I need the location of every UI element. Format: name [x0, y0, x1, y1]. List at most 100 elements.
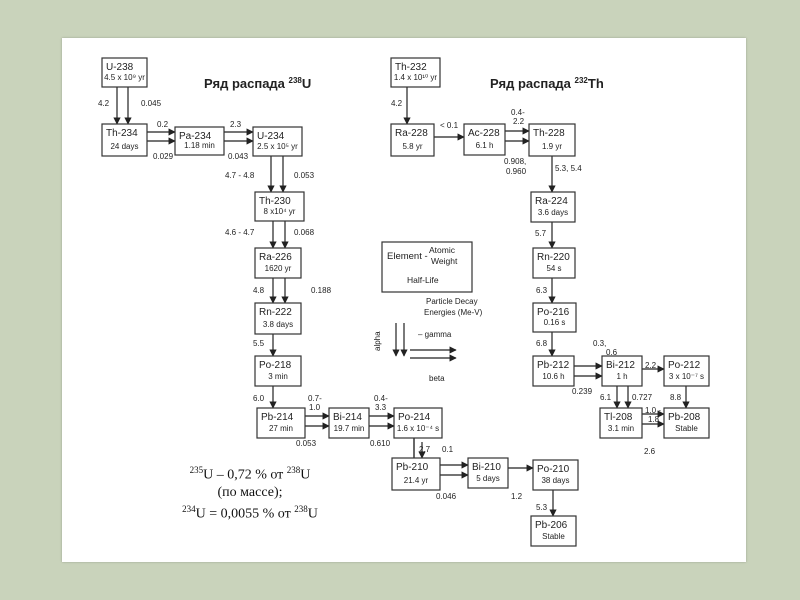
legend-element: Element -	[387, 251, 428, 262]
decay-energy-label: 1.8	[648, 415, 660, 424]
nuclide-name: Po-210	[537, 464, 570, 475]
nuclide-name: Rn-220	[537, 252, 570, 263]
legend-half-life: Half-Life	[407, 275, 439, 285]
nuclide-half-life: 0.16 s	[544, 318, 566, 327]
nuclide-box	[256, 407, 306, 439]
nuclide-half-life: Stable	[675, 424, 698, 433]
decay-energy-label: 4.7 - 4.8	[225, 171, 255, 180]
nuclide-name: Ra-228	[395, 128, 428, 139]
decay-energy-label: 5.7	[535, 229, 547, 238]
nuclide-name: Pb-206	[535, 520, 568, 531]
nuclide-name: Ra-226	[259, 252, 292, 263]
nuclide-box	[467, 457, 509, 489]
nuclide-box	[528, 123, 576, 157]
nuclide-box	[101, 123, 148, 157]
nuclide-half-life: 38 days	[541, 476, 569, 485]
nuclide-name: Tl-208	[604, 412, 633, 423]
decay-energy-label: 0.068	[294, 228, 315, 237]
legend: Element - Atomic Weight Half-Life Partic…	[373, 241, 483, 383]
nuclide-name: Pb-212	[537, 360, 570, 371]
legend-particle: Particle Decay	[426, 297, 478, 306]
nuclide-name: Bi-210	[472, 462, 501, 473]
nuclide-box	[530, 191, 576, 223]
decay-energy-label: 0.029	[153, 152, 174, 161]
decay-energy-label: 0.2	[157, 120, 169, 129]
decay-energy-label: 0.610	[370, 439, 391, 448]
nuclide-box	[254, 302, 302, 335]
nuclide-name: Ac-228	[468, 128, 500, 139]
nuclide-name: Th-228	[533, 128, 565, 139]
nuclide-box	[663, 407, 710, 439]
nuclide-name: Rn-222	[259, 307, 292, 318]
decay-energy-label: 0.4-	[374, 394, 388, 403]
legend-alpha: alpha	[373, 331, 382, 351]
legend-atomic: Atomic	[429, 245, 456, 255]
decay-energy-label: 1.0	[309, 403, 321, 412]
nuclide-box	[393, 407, 443, 439]
nuclide-half-life: 10.6 h	[542, 372, 564, 381]
nuclide-half-life: 8 x10⁴ yr	[264, 207, 296, 216]
legend-box	[381, 241, 473, 293]
nuclide-half-life: 19.7 min	[334, 424, 365, 433]
legend-weight: Weight	[431, 256, 458, 266]
decay-energy-label: < 0.1	[440, 121, 459, 130]
nuclide-box	[390, 57, 441, 88]
decay-energy-label: 4.6 - 4.7	[225, 228, 255, 237]
decay-energy-label: 0.046	[436, 492, 457, 501]
nuclide-box	[174, 126, 225, 156]
note-u235: 235U – 0,72 % от 238U	[189, 465, 311, 483]
nuclide-name: Pa-234	[179, 131, 212, 142]
nuclide-half-life: 5.8 yr	[402, 142, 422, 151]
nuclide-name: Pb-208	[668, 412, 701, 423]
decay-energy-label: 0.3,	[593, 339, 606, 348]
nuclide-rn222: Rn-222 3.8 days	[254, 302, 302, 335]
decay-energy-label: 1.0 -	[645, 406, 661, 415]
note-u234: 234U = 0,0055 % от 238U	[182, 503, 318, 522]
decay-energy-label: 6.1	[600, 393, 612, 402]
decay-energy-label: 2.3	[230, 120, 242, 129]
nuclide-half-life: 6.1 h	[476, 141, 494, 150]
nuclide-half-life: 1.4 x 10¹⁰ yr	[394, 73, 438, 82]
decay-energy-label: 8.8	[670, 393, 682, 402]
nuclide-box	[663, 355, 710, 387]
decay-energy-label: 0.4-	[511, 108, 525, 117]
nuclide-name: Th-234	[106, 128, 138, 139]
decay-energy-label: 0.043	[228, 152, 249, 161]
nuclide-box	[599, 407, 643, 439]
nuclide-name: Po-212	[668, 360, 701, 371]
decay-energy-label: 0.188	[311, 286, 332, 295]
nuclide-box	[101, 57, 148, 88]
note-by-mass: (по массе);	[217, 484, 283, 500]
nuclide-half-life: 4.5 x 10⁹ yr	[104, 73, 145, 82]
nuclide-half-life: 21.4 yr	[404, 476, 429, 485]
nuclide-name: Ra-224	[535, 196, 568, 207]
nuclide-half-life: 3 x 10⁻⁷ s	[669, 372, 704, 381]
nuclide-half-life: 3.1 min	[608, 424, 634, 433]
nuclide-box	[390, 123, 435, 157]
decay-energy-label: 2.2	[513, 117, 525, 126]
decay-energy-label: 4.2	[391, 99, 403, 108]
nuclide-box	[391, 457, 441, 491]
nuclide-name: Th-232	[395, 62, 427, 73]
decay-energy-label: 0.727	[632, 393, 653, 402]
nuclide-name: Bi-212	[606, 360, 635, 371]
nuclide-box	[252, 126, 303, 157]
nuclide-half-life: 3.8 days	[263, 320, 293, 329]
